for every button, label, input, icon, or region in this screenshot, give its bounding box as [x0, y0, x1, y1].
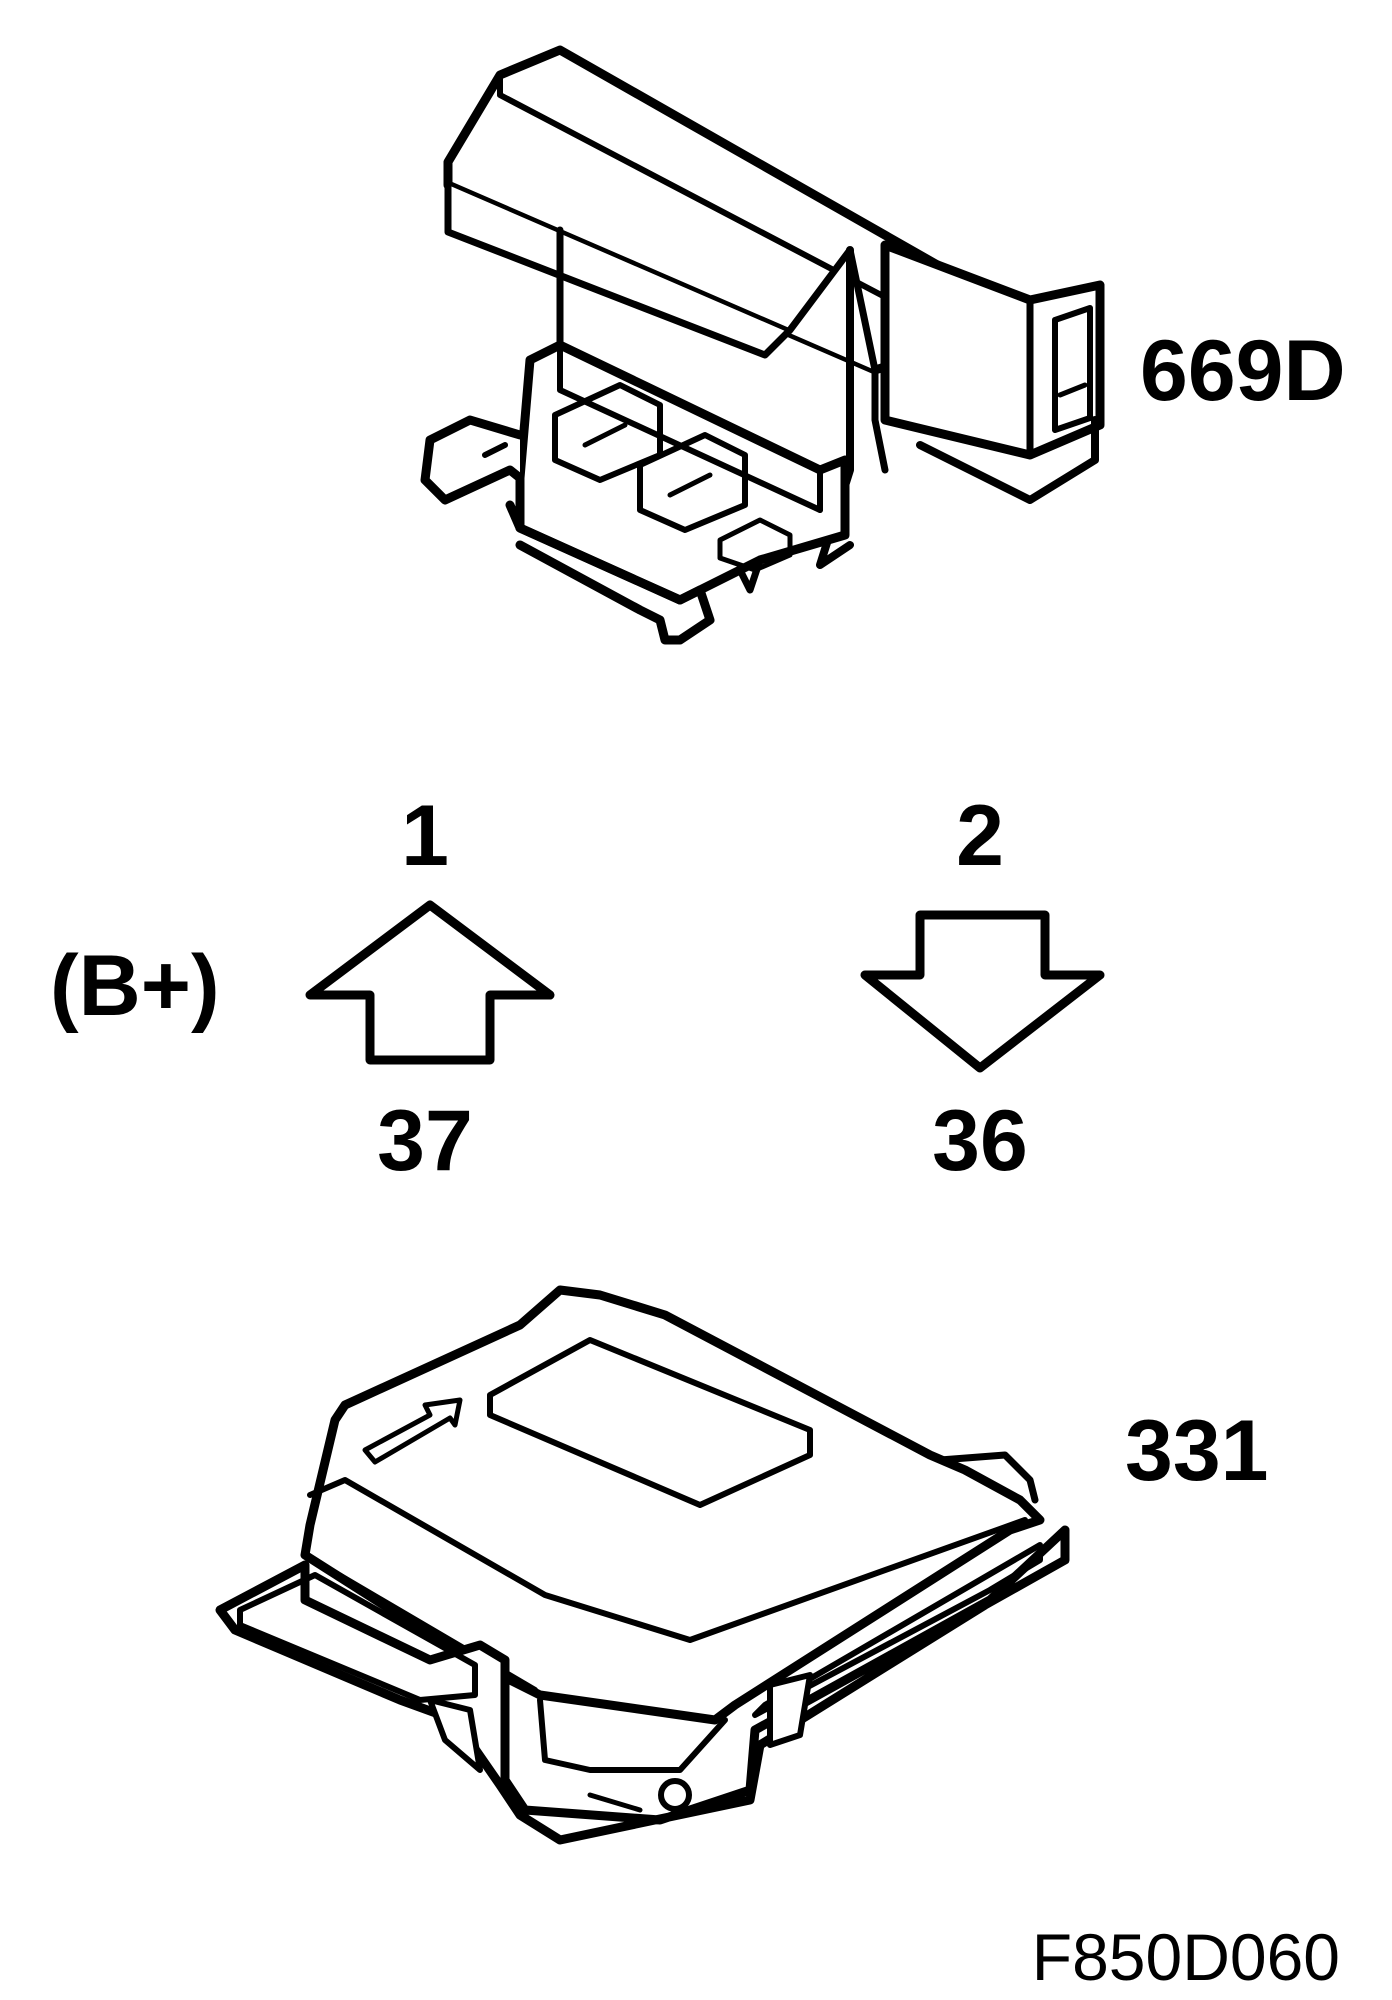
sensor-label: 669D: [1140, 323, 1346, 419]
airbag-control-unit-icon: [215, 1285, 1070, 1845]
pin-top-1: 1: [401, 788, 449, 884]
control-unit-label: 331: [1125, 1403, 1269, 1499]
pin-bottom-37: 37: [377, 1093, 473, 1189]
pin-top-2: 2: [956, 788, 1004, 884]
arrow-down-icon: [860, 910, 1105, 1073]
supply-note: (B+): [50, 938, 220, 1034]
figure-code: F850D060: [1032, 1920, 1340, 1994]
sensor-connector-icon: [420, 45, 1105, 645]
arrow-up-icon: [305, 900, 555, 1065]
pin-bottom-36: 36: [932, 1093, 1028, 1189]
